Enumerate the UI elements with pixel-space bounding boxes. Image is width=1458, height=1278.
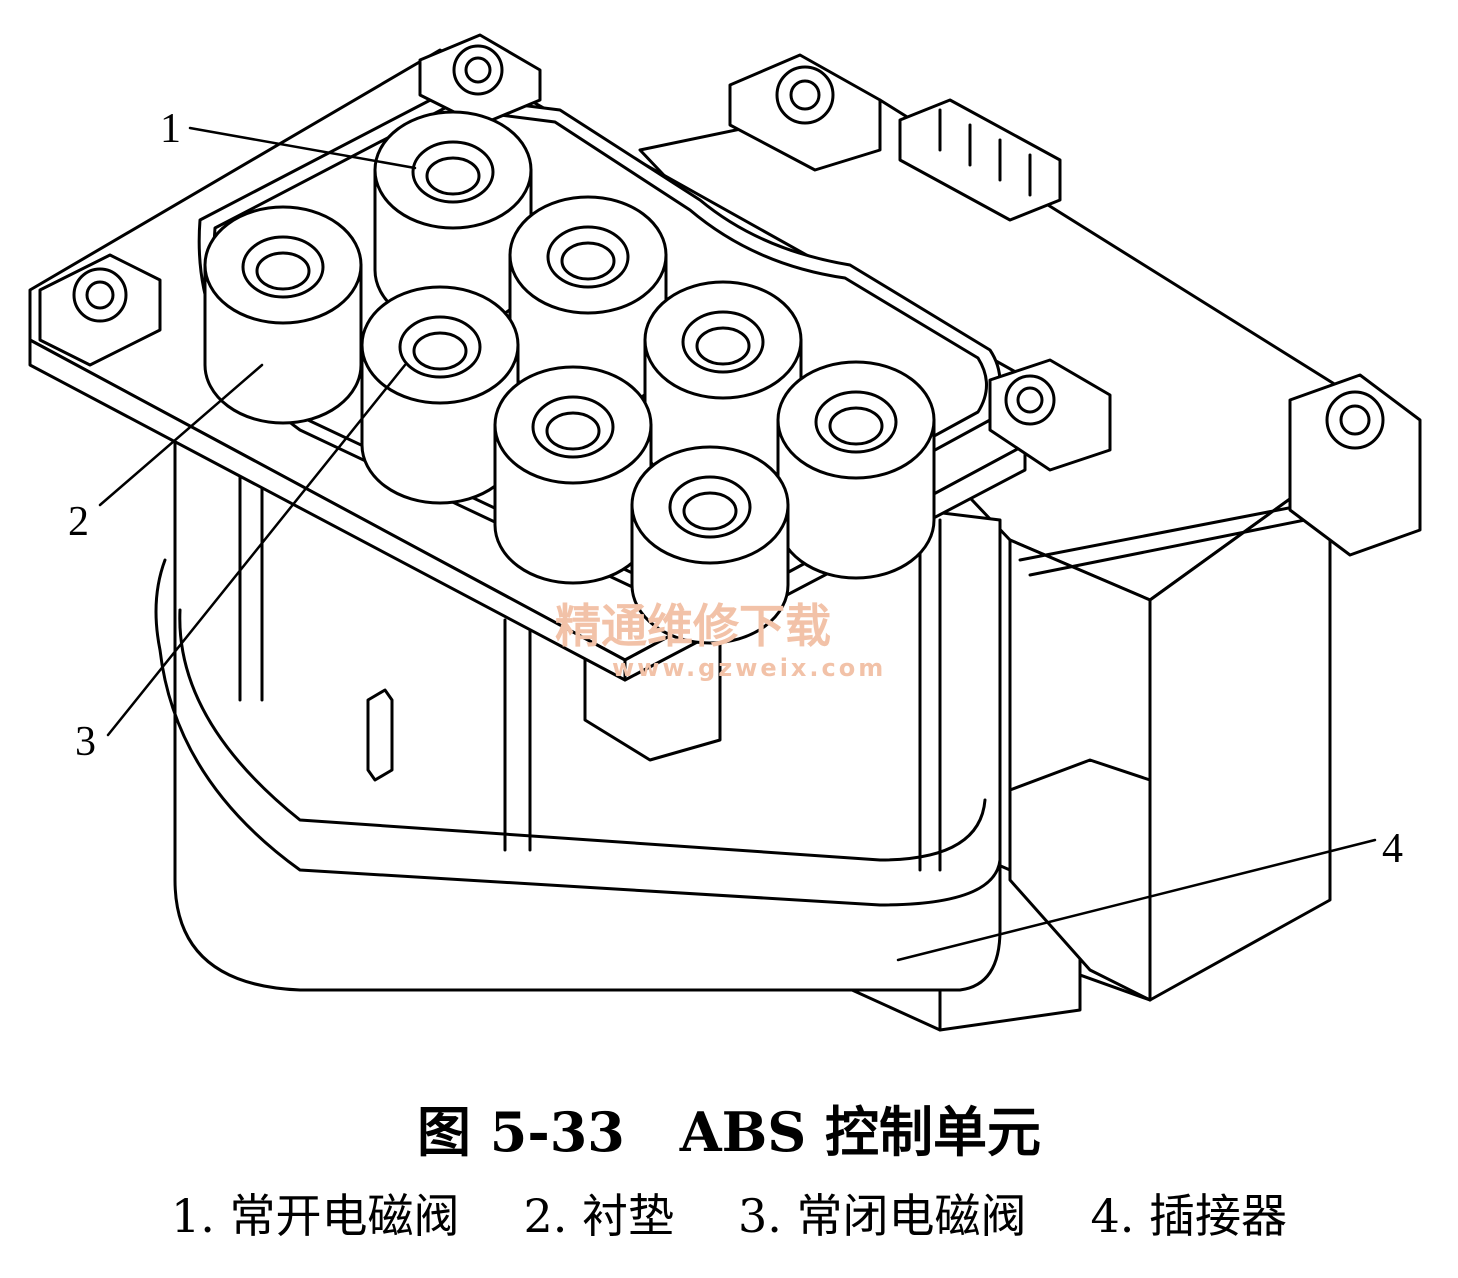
solenoid-valve <box>373 110 533 330</box>
housing-mounting-lug <box>728 53 882 172</box>
leader-lines <box>98 126 1377 962</box>
abs-control-unit-drawing: 1 2 3 4 精通维修下载 www.gzweix.com <box>28 33 1422 1032</box>
legend-item-2: 2. 衬垫 <box>523 1189 674 1243</box>
figure-number: 图 5-33 <box>416 1100 625 1164</box>
callout-3: 3 <box>75 719 96 765</box>
solenoid-valve <box>776 360 936 580</box>
legend-item-1: 1. 常开电磁阀 <box>170 1189 460 1243</box>
solenoid-valve <box>493 365 653 585</box>
front-right-mounting-lug <box>1288 373 1422 557</box>
solenoid-valve <box>630 445 790 645</box>
solenoid-valve <box>203 205 363 425</box>
callout-4: 4 <box>1382 826 1403 872</box>
watermark-text: 精通维修下载 <box>555 599 831 653</box>
figure-title: ABS 控制单元 <box>679 1100 1042 1164</box>
callout-1: 1 <box>160 106 181 152</box>
figure-caption: 图 5-33 ABS 控制单元 <box>0 1088 1458 1167</box>
figure-legend: 1. 常开电磁阀 2. 衬垫 3. 常闭电磁阀 4. 插接器 <box>0 1180 1458 1246</box>
legend-item-4: 4. 插接器 <box>1090 1189 1288 1243</box>
watermark-url: www.gzweix.com <box>612 654 886 682</box>
plate-mounting-lugs <box>38 33 1112 472</box>
solenoid-valves <box>203 110 936 645</box>
connector-pins <box>898 98 1062 222</box>
callout-2: 2 <box>68 499 89 545</box>
solenoid-valve <box>360 285 520 505</box>
legend-item-3: 3. 常闭电磁阀 <box>738 1189 1027 1243</box>
